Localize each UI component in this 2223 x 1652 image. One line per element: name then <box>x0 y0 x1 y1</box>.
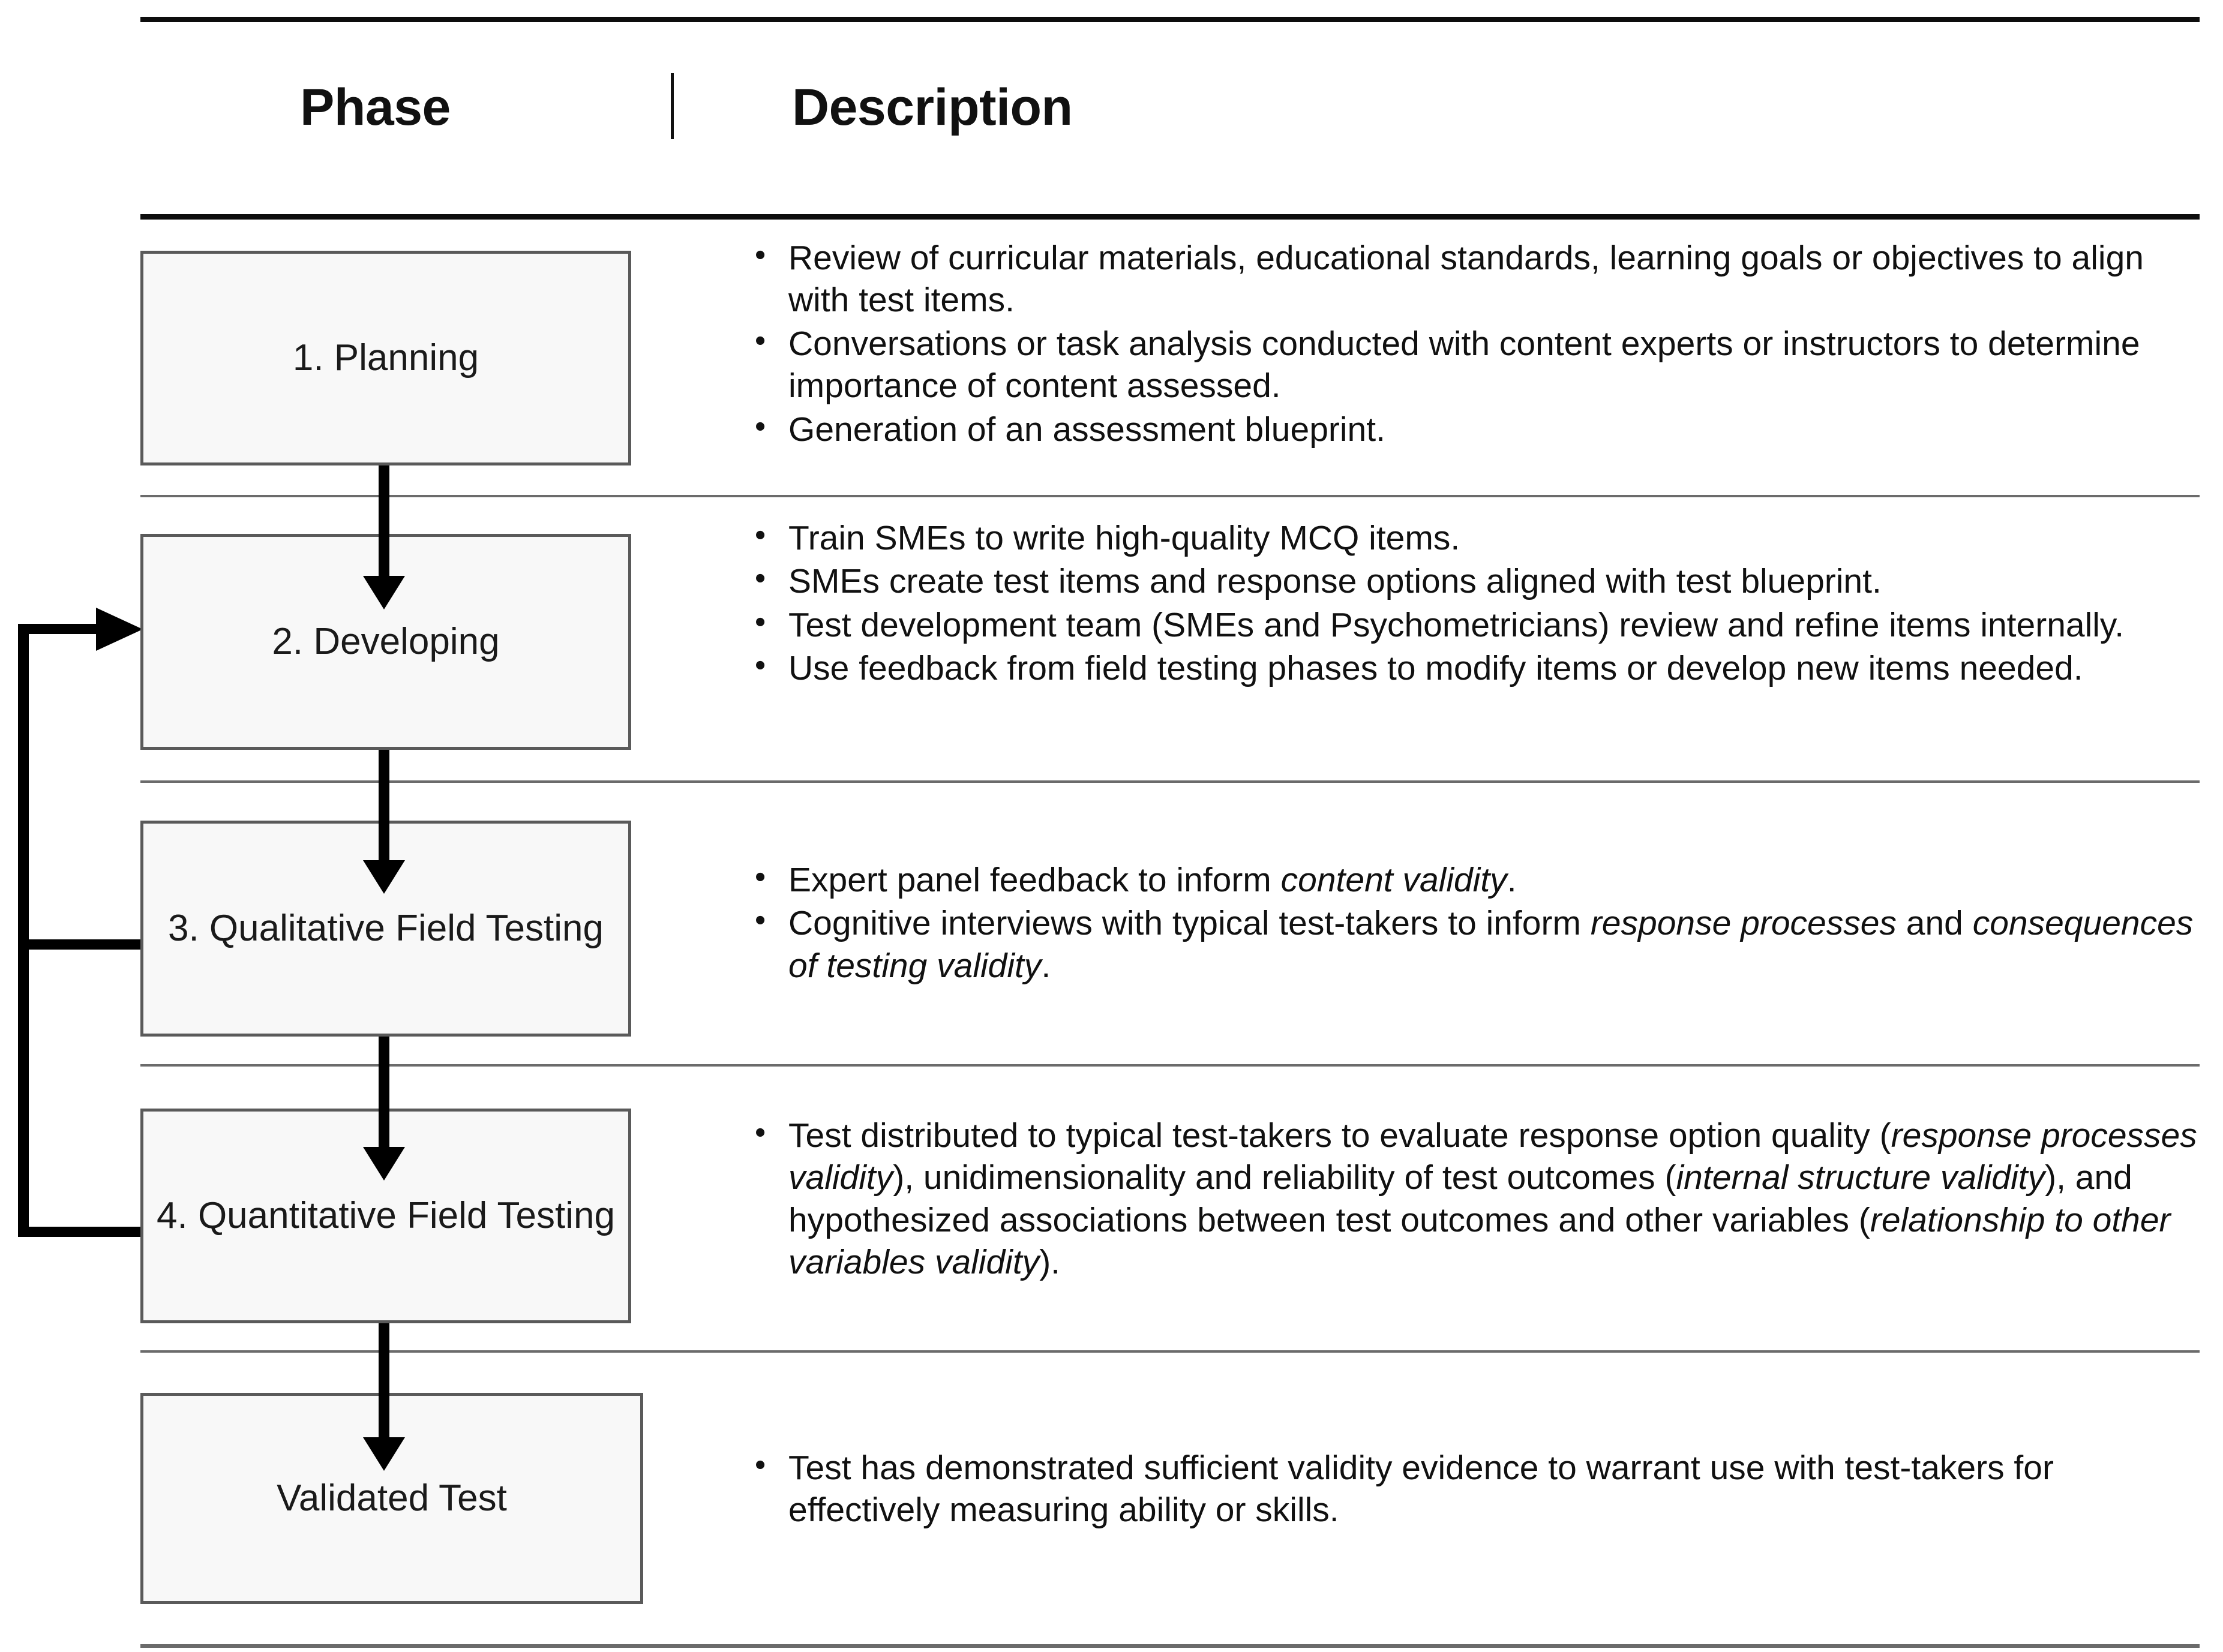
bullet-item: Use feedback from field testing phases t… <box>750 646 2202 689</box>
row-divider-2 <box>140 780 2200 783</box>
bullet-list: Test has demonstrated sufficient validit… <box>750 1446 2202 1531</box>
column-header-description: Description <box>792 79 1073 136</box>
feedback-loop-arrowhead-icon <box>96 608 143 651</box>
bullet-list: Test distributed to typical test-takers … <box>750 1113 2202 1284</box>
bullet-item: Generation of an assessment blueprint. <box>750 407 2202 450</box>
bullet-list: Train SMEs to write high-quality MCQ ite… <box>750 516 2202 690</box>
header-separator-bar <box>671 73 674 139</box>
bottom-rule <box>140 1644 2200 1648</box>
row-divider-3 <box>140 1064 2200 1067</box>
row-divider-1 <box>140 495 2200 497</box>
description-cell-qualitative-field-testing: Expert panel feedback to inform content … <box>750 858 2202 988</box>
bullet-item: Test distributed to typical test-takers … <box>750 1113 2202 1284</box>
bullet-item: Test development team (SMEs and Psychome… <box>750 603 2202 646</box>
bullet-item: Expert panel feedback to inform content … <box>750 858 2202 901</box>
header-rule <box>140 214 2200 220</box>
description-cell-developing: Train SMEs to write high-quality MCQ ite… <box>750 516 2202 691</box>
top-rule <box>140 17 2200 22</box>
description-cell-validated-test: Test has demonstrated sufficient validit… <box>750 1446 2202 1533</box>
phase-box-label: 2. Developing <box>272 621 500 663</box>
bullet-item: Conversations or task analysis conducted… <box>750 322 2202 407</box>
bullet-item: Review of curricular materials, educatio… <box>750 236 2202 322</box>
phase-box-label: Validated Test <box>277 1477 507 1519</box>
phase-box-label: 1. Planning <box>292 337 479 379</box>
feedback-loop-top-branch <box>18 624 96 634</box>
phase-box-label: 4. Quantitative Field Testing <box>157 1195 615 1237</box>
bullet-item: SMEs create test items and response opti… <box>750 559 2202 602</box>
bullet-item: Test has demonstrated sufficient validit… <box>750 1446 2202 1531</box>
bullet-item: Train SMEs to write high-quality MCQ ite… <box>750 516 2202 559</box>
bullet-item: Cognitive interviews with typical test-t… <box>750 901 2202 987</box>
column-header-phase: Phase <box>300 79 451 136</box>
bullet-list: Expert panel feedback to inform content … <box>750 858 2202 987</box>
phase-box-planning[interactable]: 1. Planning <box>140 251 631 465</box>
description-cell-quantitative-field-testing: Test distributed to typical test-takers … <box>750 1113 2202 1285</box>
feedback-loop-branch-from-phase-4 <box>18 1227 143 1237</box>
phase-box-label: 3. Qualitative Field Testing <box>167 908 604 950</box>
phase-box-validated-test[interactable]: Validated Test <box>140 1393 643 1604</box>
bullet-list: Review of curricular materials, educatio… <box>750 236 2202 450</box>
feedback-loop-trunk <box>18 624 29 1237</box>
feedback-loop-branch-from-phase-3 <box>18 939 143 950</box>
row-divider-4 <box>140 1350 2200 1353</box>
description-cell-planning: Review of curricular materials, educatio… <box>750 236 2202 452</box>
